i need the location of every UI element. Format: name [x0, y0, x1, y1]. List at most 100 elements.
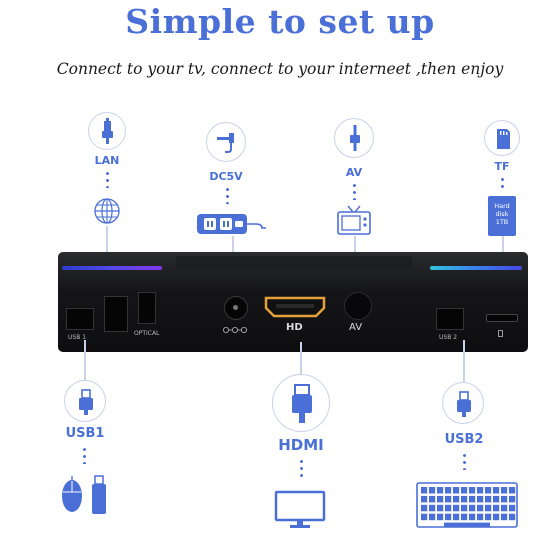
keyboard-key [421, 504, 428, 512]
hard-disk-icon: Hard disk 1TB [488, 196, 516, 236]
keyboard-key [485, 504, 492, 512]
keyboard-key [469, 487, 476, 494]
usb1-port [66, 308, 94, 330]
keyboard-key [477, 513, 484, 521]
usb2-connector-dots [463, 452, 466, 470]
power-strip-icon [197, 214, 266, 234]
keyboard-key [485, 513, 492, 521]
keyboard-key [421, 513, 428, 521]
keyboard-key [469, 504, 476, 512]
usb1-connector-dots [83, 446, 86, 464]
lan-port [104, 296, 128, 332]
dc-plug-icon [206, 122, 246, 162]
mouse-icon [62, 476, 82, 512]
keyboard-key [493, 487, 500, 494]
dc-port [224, 296, 248, 320]
keyboard-key [421, 495, 428, 503]
box-top-panel [176, 256, 412, 270]
lan-connector-dots [106, 170, 109, 188]
optical-port-label: OPTICAL [134, 330, 160, 337]
usb2-plug-icon [442, 382, 484, 424]
keyboard-key [461, 495, 468, 503]
av-cable-icon [334, 118, 374, 158]
keyboard-key [429, 495, 436, 503]
usb1-port-label: USB 1 [68, 334, 87, 341]
keyboard-key [509, 487, 516, 494]
keyboard-key [509, 495, 516, 503]
keyboard-key [421, 487, 428, 494]
keyboard-key [445, 495, 452, 503]
usb2-label: USB2 [444, 432, 484, 447]
dc5v-label: DC5V [209, 170, 243, 183]
usb2-port [436, 308, 464, 330]
keyboard-key [437, 504, 444, 512]
tf-card-icon [484, 120, 520, 156]
hard-disk-label: Hard disk 1TB [494, 202, 510, 226]
usb2-port-label: USB 2 [439, 334, 458, 341]
hdmi-label: HDMI [278, 436, 324, 454]
keyboard-key [453, 487, 460, 494]
av-connector-dots [353, 182, 356, 200]
hdmi-port [264, 296, 326, 318]
keyboard-key [509, 513, 516, 521]
keyboard-key [485, 495, 492, 503]
page-title: Simple to set up [125, 2, 435, 41]
av-port [344, 292, 372, 320]
keyboard-spacebar [444, 522, 490, 527]
keyboard-key [429, 513, 436, 521]
keyboard-key [469, 495, 476, 503]
keyboard-key [461, 504, 468, 512]
tf-connector-dots [501, 176, 504, 192]
keyboard-key [477, 504, 484, 512]
page-subtitle: Connect to your tv, connect to your inte… [56, 60, 504, 78]
lan-cable-icon [88, 112, 126, 150]
keyboard-key [493, 504, 500, 512]
keyboard-key [461, 487, 468, 494]
av-label: AV [345, 166, 363, 179]
keyboard-key [429, 504, 436, 512]
tf-slot [486, 314, 518, 322]
hdmi-cable-icon [272, 374, 330, 432]
usb1-line [84, 340, 86, 380]
usb2-line [463, 340, 465, 382]
keyboard-key [461, 513, 468, 521]
keyboard-key [469, 513, 476, 521]
usb-drive-icon [92, 475, 106, 514]
keyboard-key [477, 487, 484, 494]
tv-icon [337, 205, 371, 235]
lan-label: LAN [94, 154, 120, 167]
led-strip-right [430, 266, 522, 270]
keyboard-key [501, 487, 508, 494]
dc5v-connector-dots [226, 186, 229, 204]
keyboard-key [437, 495, 444, 503]
tf-slot-marker [498, 330, 503, 337]
hdmi-line [300, 342, 302, 374]
keyboard-key [509, 504, 516, 512]
usb1-plug-icon [64, 380, 106, 422]
tf-label: TF [494, 160, 510, 173]
dc-polarity-icon [223, 327, 247, 333]
keyboard-key [501, 495, 508, 503]
tv-box-device: USB 1 OPTICAL HD AV USB 2 [58, 252, 528, 352]
hdmi-connector-dots [300, 458, 303, 478]
keyboard-icon [416, 482, 518, 528]
keyboard-key [501, 513, 508, 521]
keyboard-key [453, 504, 460, 512]
av-port-label: AV [349, 322, 363, 333]
globe-icon [94, 198, 120, 224]
keyboard-key [453, 513, 460, 521]
keyboard-key [453, 495, 460, 503]
keyboard-key [437, 513, 444, 521]
keyboard-key [493, 495, 500, 503]
hd-port-label: HD [286, 322, 303, 333]
keyboard-key [445, 487, 452, 494]
keyboard-key [445, 504, 452, 512]
optical-port [138, 292, 156, 324]
keyboard-key [477, 495, 484, 503]
keyboard-key [437, 487, 444, 494]
keyboard-key [493, 513, 500, 521]
usb1-label: USB1 [65, 426, 105, 441]
keyboard-key [501, 504, 508, 512]
keyboard-key [445, 513, 452, 521]
keyboard-key [429, 487, 436, 494]
